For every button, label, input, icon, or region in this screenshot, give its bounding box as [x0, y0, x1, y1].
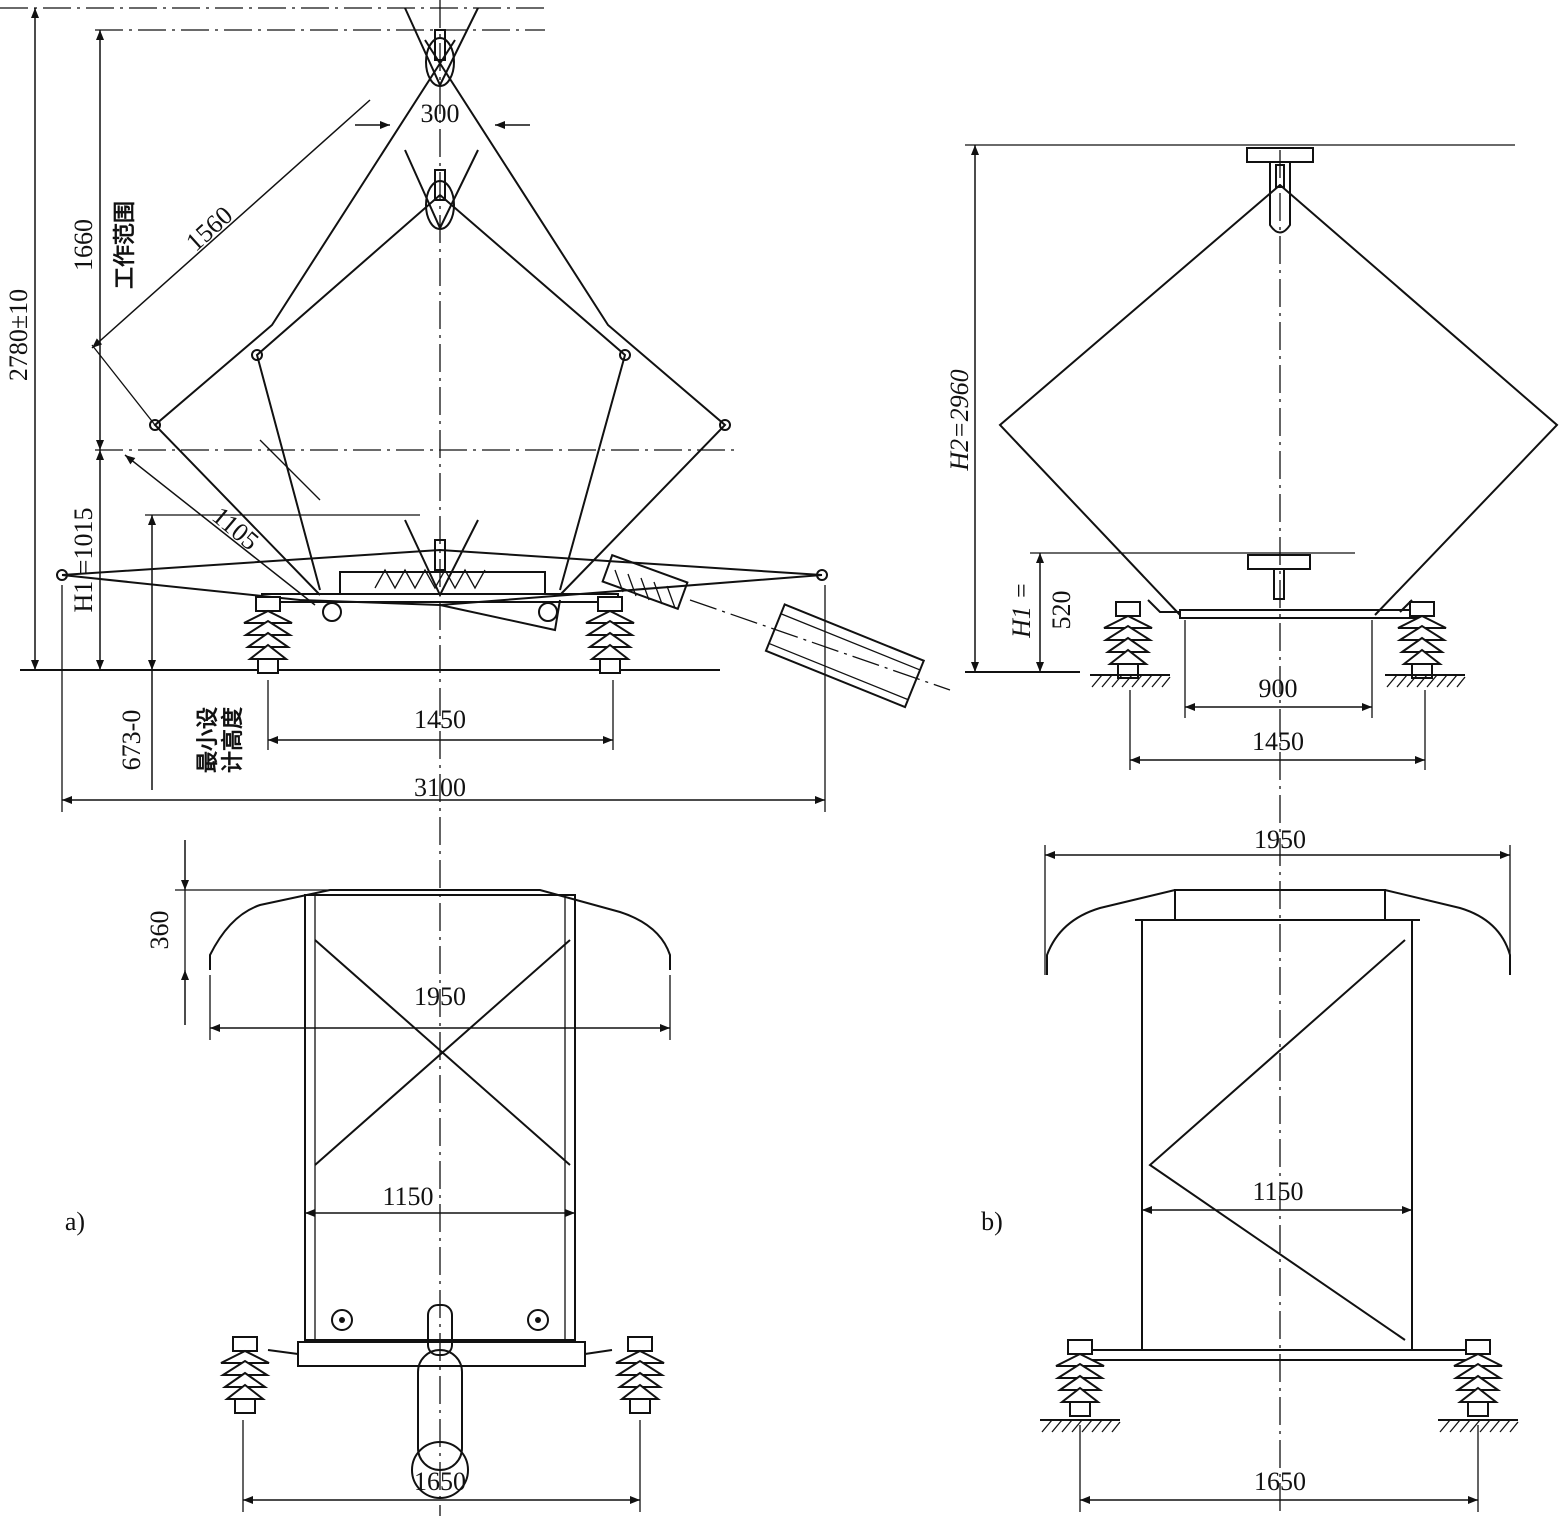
insulator-right-plan-a [615, 1336, 665, 1414]
dim-head-depth: 360 [145, 911, 174, 950]
dim-lower-arm: 1105 [207, 501, 265, 556]
insulator-right-a [585, 596, 635, 674]
collector-head-low [404, 519, 479, 598]
dimensions-a [31, 7, 826, 812]
dim-inner-span: 900 [1259, 674, 1298, 703]
dim-base-width-a: 1650 [414, 1467, 466, 1496]
frame-arms [91, 39, 731, 596]
collector-head-plan-a [209, 889, 671, 970]
dim-min-height: 673-0 [117, 710, 146, 771]
labels-b: H2=2960 H1 = 520 900 1450 [945, 369, 1304, 756]
dim-head-width-plan-a: 1950 [414, 982, 466, 1011]
base-assembly-a [56, 548, 951, 709]
collector-head-b [1246, 147, 1314, 234]
label-working-range: 工作范围 [113, 201, 138, 289]
labels-plan-a: 360 1950 1150 1650 a) [65, 911, 466, 1497]
dim-h1-value-b: 520 [1047, 591, 1076, 630]
collector-head-top [404, 7, 479, 88]
dim-base-width-b: 1650 [1254, 1467, 1306, 1496]
insulator-left-plan-b [1055, 1339, 1105, 1417]
view-b-side: H2=2960 H1 = 520 900 1450 1950 [945, 144, 1559, 1516]
plan-view-a [175, 840, 671, 1512]
dim-insulator-span-b: 1450 [1252, 727, 1304, 756]
air-cylinder [764, 603, 926, 709]
view-label-b: b) [981, 1207, 1003, 1236]
view-a-side: 300 1560 1660 工作范围 2780±10 H1 =1015 1105… [0, 0, 951, 1516]
label-min-height-1: 最小设 [196, 707, 221, 773]
dim-total-length: 3100 [414, 773, 466, 802]
view-label-a: a) [65, 1207, 85, 1236]
insulator-left-b [1103, 601, 1153, 679]
frame-plan-a [304, 894, 576, 1341]
dim-working-range: 1660 [69, 219, 98, 271]
labels-a: 300 1560 1660 工作范围 2780±10 H1 =1015 1105… [4, 99, 466, 802]
dimensions-b [971, 145, 1426, 770]
dim-frame-width-a: 1150 [382, 1182, 433, 1211]
dim-head-width-plan-b: 1950 [1254, 825, 1306, 854]
base-bar-b [1179, 609, 1421, 619]
cylinder-plan-a [417, 1349, 463, 1471]
collector-head-mid [404, 149, 479, 231]
insulator-left-plan-a [220, 1336, 270, 1414]
dim-frame-width-b: 1150 [1252, 1177, 1303, 1206]
dim-h1: H1 =1015 [69, 508, 98, 613]
dim-arm-length: 1560 [180, 201, 238, 257]
plan-view-b [1039, 845, 1519, 1512]
collector-head-plan-b [1046, 889, 1511, 975]
frame-left-b [998, 184, 1281, 616]
frame-right-b [1279, 184, 1559, 616]
label-min-height-2: 计高度 [220, 706, 246, 773]
labels-plan-b: 1950 1150 1650 b) [981, 825, 1306, 1496]
dim-h1-label-b: H1 = [1007, 582, 1036, 639]
insulator-left-a [243, 596, 293, 674]
insulator-right-b [1397, 601, 1447, 679]
dim-insulator-span-a: 1450 [414, 705, 466, 734]
dim-head-width: 300 [421, 99, 460, 128]
dim-h2: H2=2960 [945, 369, 974, 471]
dim-max-height: 2780±10 [4, 289, 33, 381]
insulator-right-plan-b [1453, 1339, 1503, 1417]
